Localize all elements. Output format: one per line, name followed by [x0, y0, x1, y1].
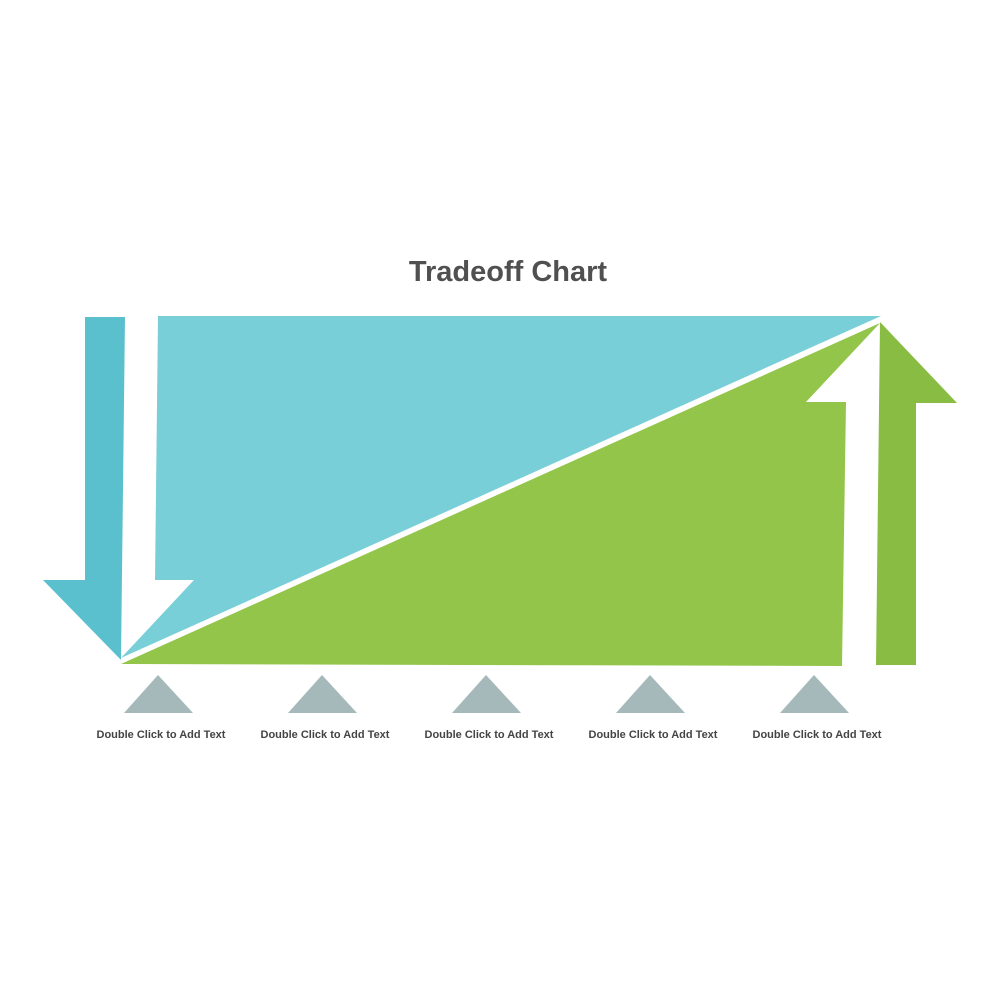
- marker-triangle-icon[interactable]: [616, 675, 685, 713]
- up-arrow-icon[interactable]: [876, 322, 957, 665]
- chart-title: Tradeoff Chart: [408, 256, 608, 288]
- marker-triangle-icon[interactable]: [124, 675, 193, 713]
- label-5[interactable]: Double Click to Add Text: [752, 729, 882, 741]
- label-4[interactable]: Double Click to Add Text: [588, 729, 718, 741]
- marker-triangle-icon[interactable]: [452, 675, 521, 713]
- label-2[interactable]: Double Click to Add Text: [260, 729, 390, 741]
- top-region[interactable]: [121, 316, 881, 658]
- label-3[interactable]: Double Click to Add Text: [424, 729, 554, 741]
- bottom-region[interactable]: [121, 323, 880, 666]
- marker-triangle-icon[interactable]: [288, 675, 357, 713]
- label-1[interactable]: Double Click to Add Text: [96, 729, 226, 741]
- down-arrow-icon[interactable]: [43, 317, 125, 660]
- marker-triangle-icon[interactable]: [780, 675, 849, 713]
